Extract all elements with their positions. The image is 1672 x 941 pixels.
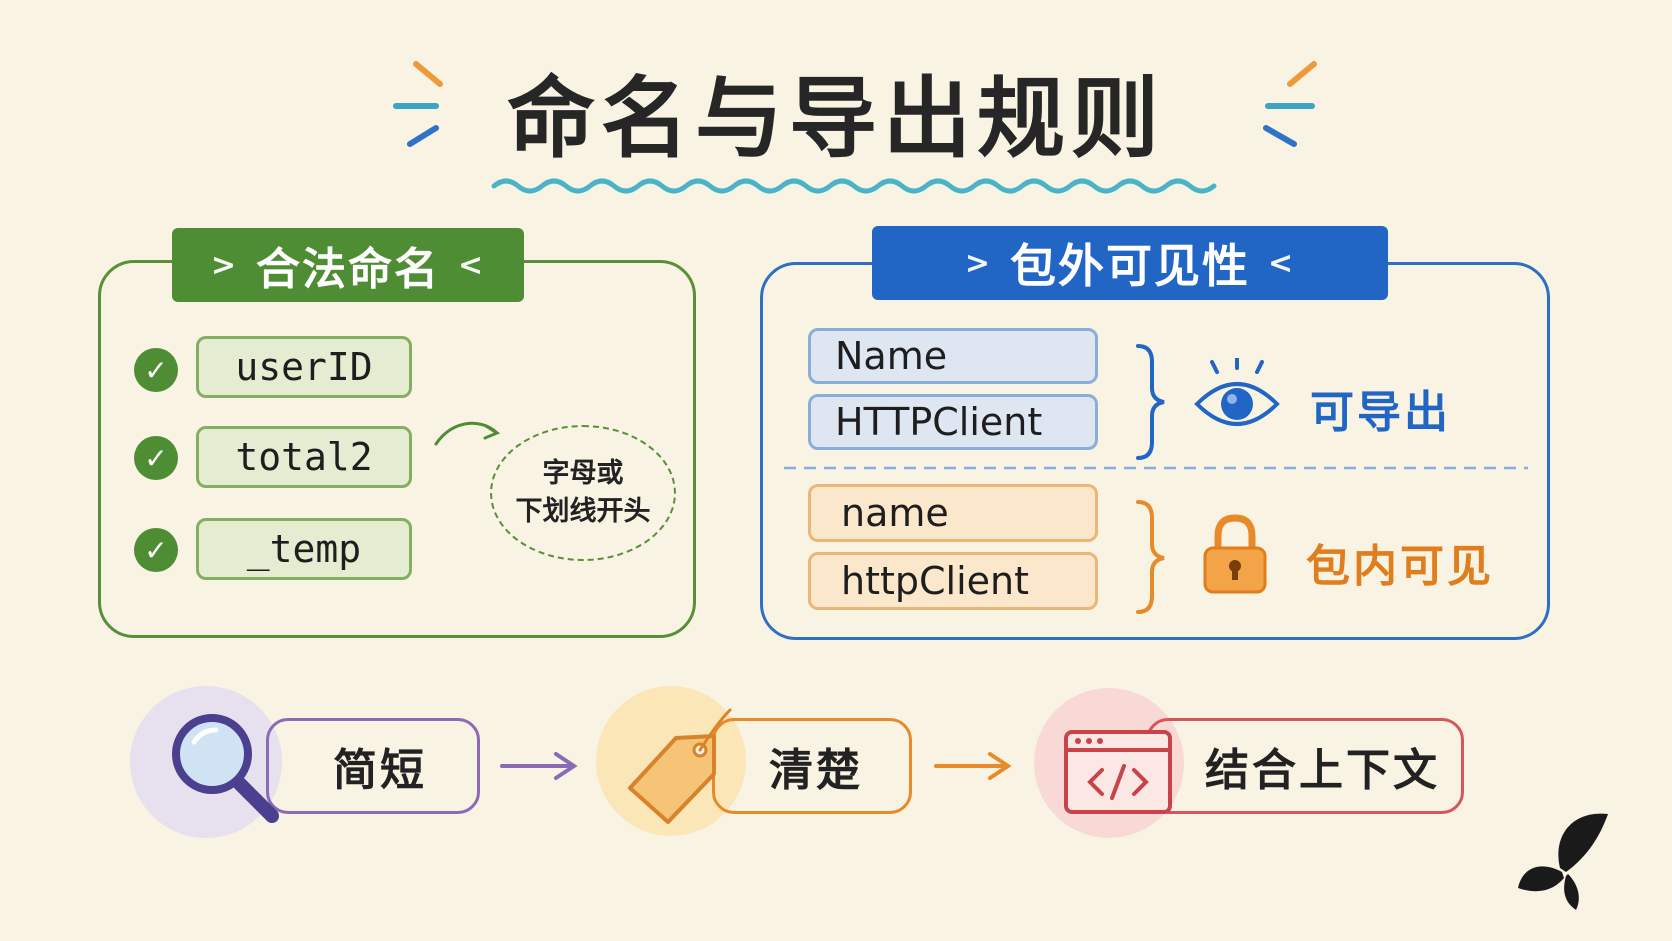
package-visible-label: 包内可见 [1306, 541, 1494, 592]
chevron-left-icon: < [458, 247, 486, 283]
principle-label: 简短 [333, 745, 427, 796]
check-icon: ✓ [134, 528, 178, 572]
legal-naming-heading: 合法命名 [256, 244, 440, 295]
principle-pill: 结合上下文 [1146, 718, 1464, 814]
internal-name-item: httpClient [808, 552, 1098, 610]
naming-rule-line1: 字母或 [542, 458, 624, 489]
exported-name-item: HTTPClient [808, 394, 1098, 450]
principle-label: 清楚 [769, 745, 863, 796]
valid-name-item: userID [196, 336, 412, 398]
legal-naming-banner: > 合法命名 < [172, 228, 524, 302]
valid-name-item: _temp [196, 518, 412, 580]
visibility-banner: > 包外可见性 < [872, 226, 1388, 300]
chevron-right-icon: > [210, 247, 238, 283]
exported-name-item: Name [808, 328, 1098, 384]
eye-icon [1194, 358, 1280, 426]
naming-rule-note: 字母或 下划线开头 [490, 425, 676, 561]
visibility-heading: 包外可见性 [1010, 239, 1250, 293]
naming-rule-line2: 下划线开头 [515, 496, 651, 527]
page-title: 命名与导出规则 [506, 67, 1165, 170]
lock-icon [1203, 514, 1267, 594]
principle-pill: 清楚 [712, 718, 912, 814]
check-icon: ✓ [134, 436, 178, 480]
code-window-icon [1064, 730, 1172, 814]
principle-pill: 简短 [266, 718, 480, 814]
chevron-right-icon: > [964, 245, 992, 281]
butterfly-icon [1518, 813, 1608, 910]
valid-name-item: total2 [196, 426, 412, 488]
tag-icon [628, 708, 732, 824]
principle-label: 结合上下文 [1205, 745, 1440, 796]
chevron-left-icon: < [1268, 245, 1296, 281]
magnifier-icon [172, 714, 279, 823]
exportable-label: 可导出 [1310, 387, 1451, 438]
check-icon: ✓ [134, 348, 178, 392]
internal-name-item: name [808, 484, 1098, 542]
